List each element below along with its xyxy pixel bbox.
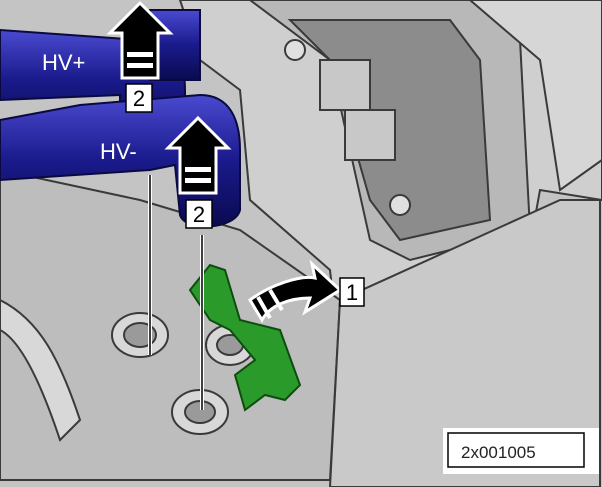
arrow-up-icon	[164, 115, 232, 195]
hv-plus-label: HV+	[42, 50, 85, 75]
step-2-lower-box	[185, 199, 213, 229]
hv-minus-label: HV-	[100, 139, 137, 164]
step-2-lower-label: 2	[193, 202, 205, 227]
green-bracket	[188, 263, 302, 412]
step-2-top-box	[125, 83, 153, 113]
step-1-box	[339, 277, 365, 307]
figure-id: 2x001005	[461, 443, 536, 462]
step-2-top-label: 2	[133, 86, 145, 111]
arrow-up-icon	[106, 0, 174, 80]
figure-id-box	[447, 432, 585, 468]
leader-lines	[148, 175, 204, 410]
step-1-label: 1	[346, 280, 358, 305]
